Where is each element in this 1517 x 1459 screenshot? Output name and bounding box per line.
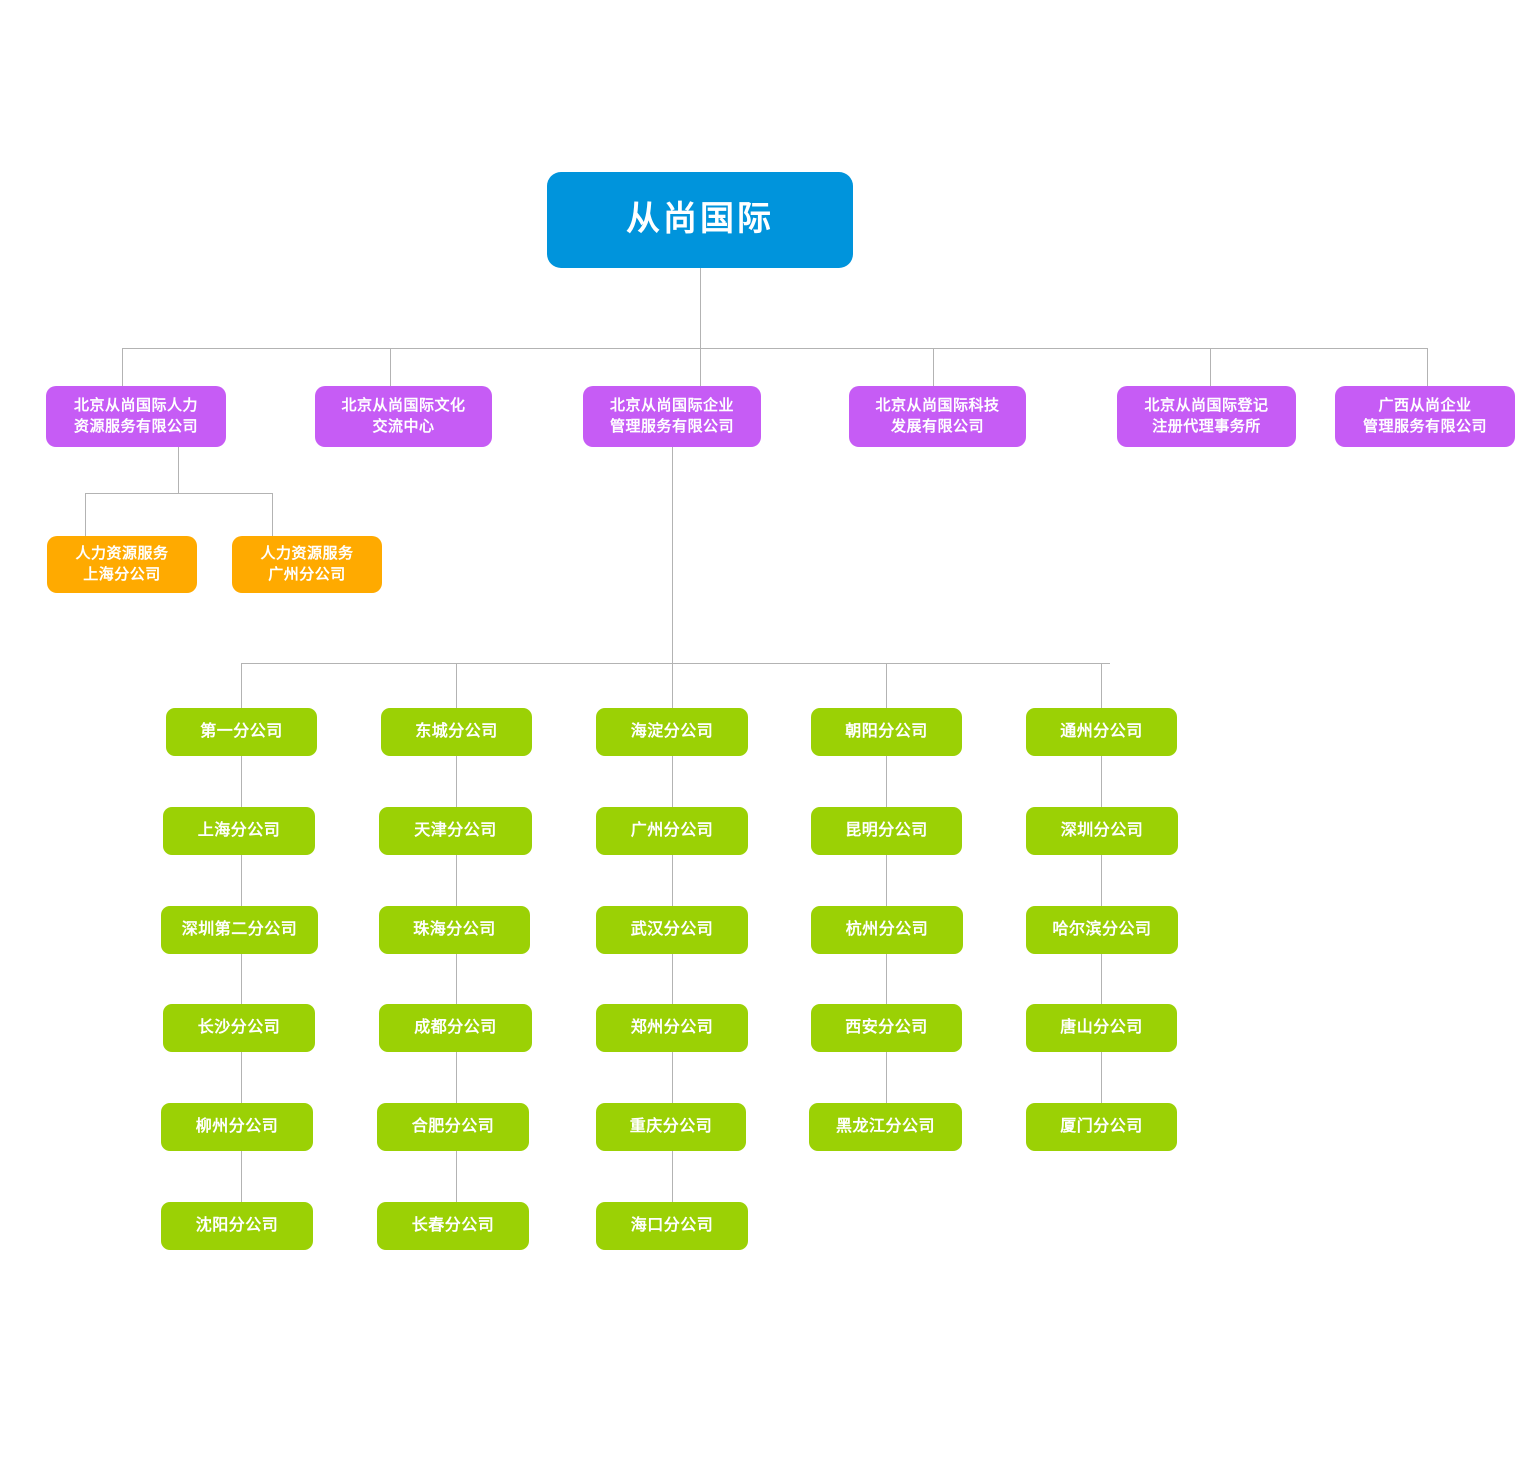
connector-division-bus [122, 348, 1427, 349]
connector-division-drop-5 [1210, 348, 1211, 386]
branch-node-shenyang[interactable]: 沈阳分公司 [161, 1202, 313, 1250]
connector-hr-drop-1 [85, 493, 86, 536]
branch-node-xiamen[interactable]: 厦门分公司 [1026, 1103, 1177, 1151]
branch-node-guangzhou[interactable]: 广州分公司 [596, 807, 748, 855]
connector-root-stem [700, 268, 701, 348]
branch-node-diyi[interactable]: 第一分公司 [166, 708, 317, 756]
branch-node-shenzhen[interactable]: 深圳分公司 [1026, 807, 1178, 855]
division-node-culture-exchange[interactable]: 北京从尚国际文化 交流中心 [315, 386, 492, 447]
connector-hr-bus [85, 493, 273, 494]
branch-node-liuzhou[interactable]: 柳州分公司 [161, 1103, 313, 1151]
division-node-technology-development[interactable]: 北京从尚国际科技 发展有限公司 [849, 386, 1026, 447]
division-node-hr-services[interactable]: 北京从尚国际人力 资源服务有限公司 [46, 386, 226, 447]
branch-node-chongqing[interactable]: 重庆分公司 [596, 1103, 746, 1151]
branch-node-changsha[interactable]: 长沙分公司 [163, 1004, 315, 1052]
connector-branch-bus [241, 663, 1110, 664]
hr-branch-node-guangzhou[interactable]: 人力资源服务 广州分公司 [232, 536, 382, 593]
connector-branch-column-line-4 [886, 663, 887, 1141]
branch-node-tangshan[interactable]: 唐山分公司 [1026, 1004, 1177, 1052]
branch-node-zhuhai[interactable]: 珠海分公司 [379, 906, 530, 954]
connector-division-drop-4 [933, 348, 934, 386]
branch-node-hefei[interactable]: 合肥分公司 [377, 1103, 529, 1151]
branch-node-zhengzhou[interactable]: 郑州分公司 [596, 1004, 748, 1052]
branch-node-chengdu[interactable]: 成都分公司 [379, 1004, 532, 1052]
branch-node-haidian[interactable]: 海淀分公司 [596, 708, 748, 756]
connector-division-drop-2 [390, 348, 391, 386]
root-node-congshang-international[interactable]: 从尚国际 [547, 172, 853, 268]
division-node-guangxi-management[interactable]: 广西从尚企业 管理服务有限公司 [1335, 386, 1515, 447]
branch-node-xian[interactable]: 西安分公司 [811, 1004, 962, 1052]
branch-node-dongcheng[interactable]: 东城分公司 [381, 708, 532, 756]
division-node-registration-agency[interactable]: 北京从尚国际登记 注册代理事务所 [1117, 386, 1296, 447]
branch-node-shanghai[interactable]: 上海分公司 [163, 807, 315, 855]
branch-node-heilongjiang[interactable]: 黑龙江分公司 [809, 1103, 962, 1151]
branch-node-hangzhou[interactable]: 杭州分公司 [811, 906, 963, 954]
connector-division-drop-6 [1427, 348, 1428, 386]
connector-hr-drop-2 [272, 493, 273, 536]
branch-node-tianjin[interactable]: 天津分公司 [379, 807, 532, 855]
connector-division-drop-3 [700, 348, 701, 386]
branch-node-shenzhen-second[interactable]: 深圳第二分公司 [161, 906, 318, 954]
connector-branch-stem [672, 447, 673, 663]
connector-branch-column-line-5 [1101, 663, 1102, 1141]
division-node-enterprise-management[interactable]: 北京从尚国际企业 管理服务有限公司 [583, 386, 761, 447]
branch-node-wuhan[interactable]: 武汉分公司 [596, 906, 748, 954]
hr-branch-node-shanghai[interactable]: 人力资源服务 上海分公司 [47, 536, 197, 593]
branch-node-changchun[interactable]: 长春分公司 [377, 1202, 529, 1250]
branch-node-haikou[interactable]: 海口分公司 [596, 1202, 748, 1250]
branch-node-kunming[interactable]: 昆明分公司 [811, 807, 962, 855]
connector-hr-stem [178, 447, 179, 493]
branch-node-tongzhou[interactable]: 通州分公司 [1026, 708, 1177, 756]
connector-division-drop-1 [122, 348, 123, 386]
branch-node-haerbin[interactable]: 哈尔滨分公司 [1026, 906, 1178, 954]
branch-node-chaoyang[interactable]: 朝阳分公司 [811, 708, 962, 756]
